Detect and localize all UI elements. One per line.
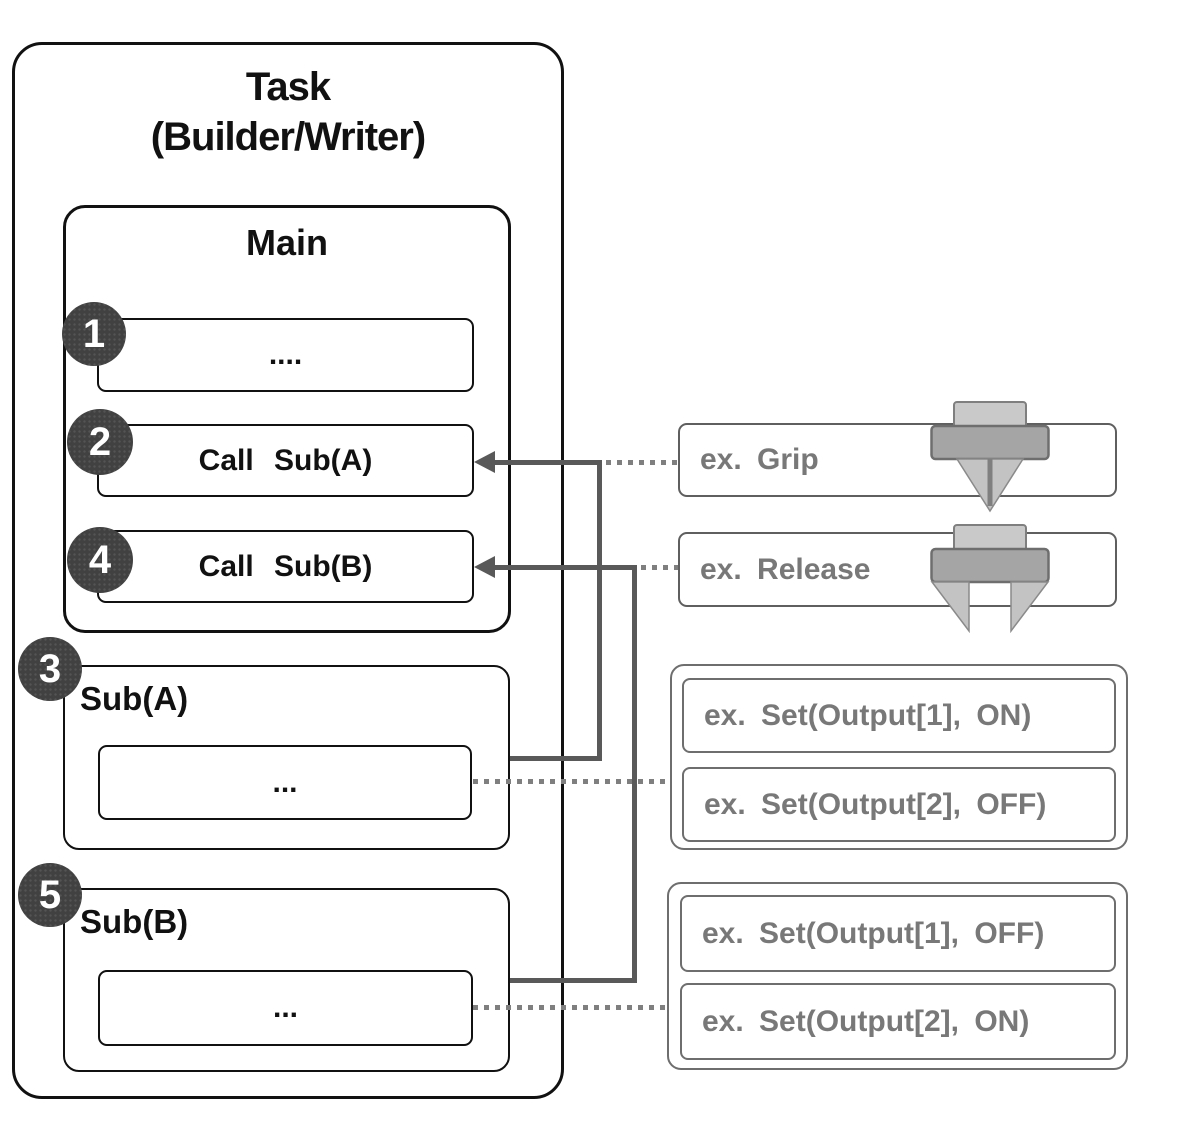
connector-b-to-sub-b	[510, 978, 637, 983]
sub-b-example-1-box: ex. Set(Output[1], OFF)	[680, 895, 1116, 972]
release-example-box: ex. Release	[678, 532, 1117, 607]
task-box	[12, 42, 564, 1099]
grip-example-label: ex. Grip	[700, 443, 819, 476]
dotted-link-grip	[606, 460, 678, 465]
main-box	[63, 205, 511, 633]
connector-a-horizontal	[492, 460, 602, 465]
sub-b-example-1-label: ex. Set(Output[1], OFF)	[702, 916, 1045, 950]
sub-b-title: Sub(B)	[80, 903, 189, 940]
connector-b-vertical	[632, 565, 637, 983]
sub-a-example-2-box: ex. Set(Output[2], OFF)	[682, 767, 1116, 842]
connector-a-vertical	[597, 460, 602, 761]
badge-5: 5	[18, 863, 82, 927]
connector-a-to-sub-a	[510, 756, 602, 761]
arrow-into-call-sub-b	[474, 556, 495, 578]
gripper-closed-icon	[930, 401, 1050, 513]
task-title: Task (Builder/Writer)	[32, 62, 544, 162]
sub-b-body-box: ...	[98, 970, 473, 1046]
sub-a-example-1-label: ex. Set(Output[1], ON)	[704, 698, 1032, 732]
badge-3: 3	[18, 637, 82, 701]
step-label-1: ....	[268, 338, 303, 371]
arrow-into-call-sub-a	[474, 451, 495, 473]
badge-1: 1	[62, 302, 126, 366]
task-title-line2: (Builder/Writer)	[150, 115, 426, 159]
sub-a-example-1-box: ex. Set(Output[1], ON)	[682, 678, 1116, 753]
grip-example-box: ex. Grip	[678, 423, 1117, 497]
main-title: Main	[245, 222, 328, 263]
task-title-line1: Task	[245, 65, 331, 109]
sub-a-box	[63, 665, 510, 850]
sub-a-body-label: ...	[272, 765, 298, 799]
sub-a-example-2-label: ex. Set(Output[2], OFF)	[704, 787, 1047, 821]
dotted-link-release	[641, 565, 678, 570]
sub-b-box	[63, 888, 510, 1072]
dotted-link-sub-b-examples	[473, 1005, 667, 1010]
step-label-call-sub-b: Call Sub(B)	[198, 549, 373, 583]
badge-2: 2	[67, 409, 133, 475]
gripper-open-icon	[930, 524, 1050, 633]
connector-b-horizontal	[492, 565, 637, 570]
step-box-call-sub-b: Call Sub(B)	[97, 530, 474, 603]
sub-b-example-2-label: ex. Set(Output[2], ON)	[702, 1004, 1030, 1038]
release-example-label: ex. Release	[700, 552, 871, 586]
sub-a-body-box: ...	[98, 745, 472, 820]
step-label-call-sub-a: Call Sub(A)	[198, 443, 373, 477]
sub-a-title: Sub(A)	[80, 680, 189, 717]
step-box-1: ....	[97, 318, 474, 392]
sub-b-example-2-box: ex. Set(Output[2], ON)	[680, 983, 1116, 1060]
sub-b-body-label: ...	[272, 991, 298, 1024]
step-box-call-sub-a: Call Sub(A)	[97, 424, 474, 497]
badge-4: 4	[67, 527, 133, 593]
dotted-link-sub-a-examples	[473, 779, 670, 784]
